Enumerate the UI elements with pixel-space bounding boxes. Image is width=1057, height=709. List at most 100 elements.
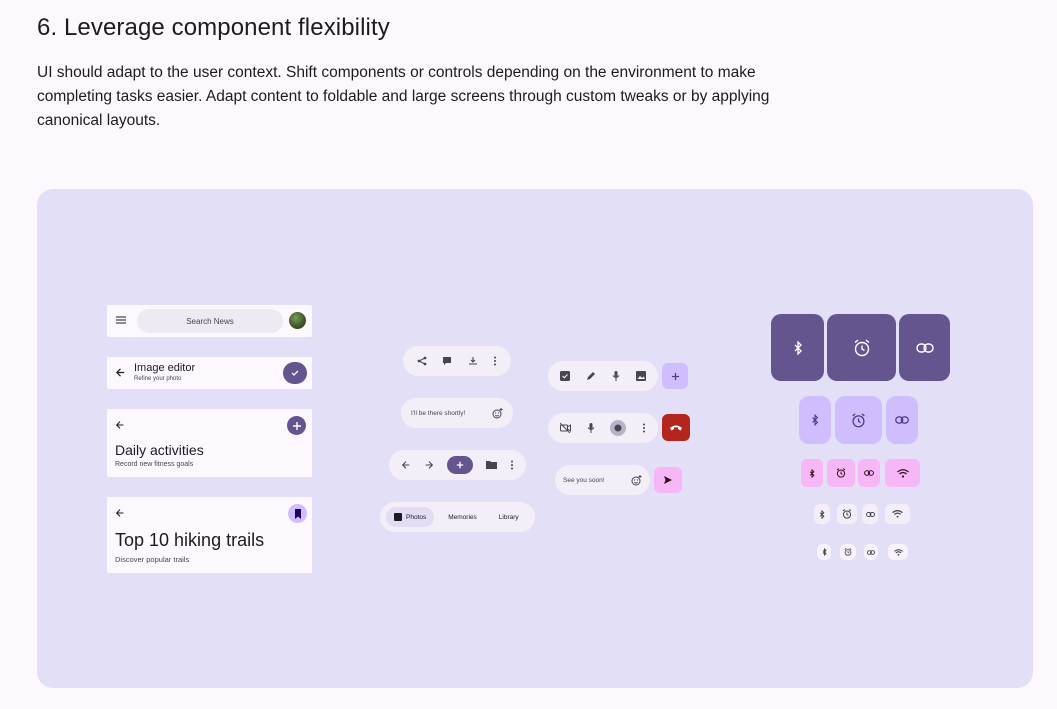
link-toggle[interactable]: [862, 504, 878, 524]
avatar[interactable]: [289, 312, 306, 329]
hiking-trails-app-bar: Top 10 hiking trails Discover popular tr…: [107, 497, 312, 573]
alarm-toggle[interactable]: [837, 504, 857, 524]
add-icon: [456, 461, 464, 469]
link-icon: [867, 549, 875, 555]
tab-label: Photos: [406, 513, 427, 521]
bluetooth-icon: [793, 340, 803, 355]
arrow-back-icon[interactable]: [401, 460, 411, 470]
alarm-icon: [836, 468, 846, 478]
add-icon[interactable]: [287, 416, 306, 435]
videocam-off-icon[interactable]: [559, 423, 571, 433]
wifi-icon: [893, 548, 903, 556]
call-end-icon: [670, 425, 682, 431]
image-editor-subtitle: Refine your photo: [134, 376, 182, 382]
tab-memories[interactable]: Memories: [440, 507, 485, 527]
emoji-add-icon[interactable]: [492, 407, 503, 419]
share-toolbar: [403, 346, 511, 376]
image-icon[interactable]: [636, 371, 646, 381]
arrow-forward-icon[interactable]: [424, 460, 434, 470]
alarm-toggle[interactable]: [835, 396, 882, 444]
wifi-icon: [896, 468, 909, 478]
tab-bar: Photos Memories Library: [380, 502, 535, 532]
link-toggle[interactable]: [864, 544, 878, 560]
download-icon[interactable]: [468, 356, 478, 366]
alarm-toggle[interactable]: [827, 459, 855, 487]
bluetooth-toggle[interactable]: [814, 504, 830, 524]
arrow-back-icon[interactable]: [115, 420, 125, 430]
mic-icon[interactable]: [587, 423, 595, 433]
bluetooth-toggle[interactable]: [801, 459, 823, 487]
checkbox-icon[interactable]: [560, 371, 570, 381]
arrow-back-icon[interactable]: [115, 367, 126, 378]
send-icon: [663, 475, 673, 485]
bluetooth-icon: [809, 468, 815, 478]
bluetooth-toggle[interactable]: [771, 314, 824, 381]
hiking-trails-subtitle: Discover popular trails: [115, 555, 190, 564]
share-icon[interactable]: [417, 356, 427, 366]
tab-label: Library: [498, 513, 519, 521]
image-editor-title: Image editor: [134, 362, 196, 374]
add-button[interactable]: [446, 456, 473, 474]
check-icon[interactable]: [283, 362, 307, 384]
wifi-toggle[interactable]: [885, 459, 920, 487]
image-editor-app-bar: Image editor Refine your photo: [107, 357, 312, 389]
search-input[interactable]: Search News: [137, 309, 283, 333]
message-composer[interactable]: I'll be there shortly!: [401, 398, 513, 428]
alarm-icon: [853, 338, 871, 357]
effects-icon[interactable]: [610, 420, 627, 436]
add-button[interactable]: [662, 363, 688, 389]
message-text: See you soon!: [563, 476, 605, 484]
hiking-trails-title: Top 10 hiking trails: [115, 530, 265, 550]
tab-library[interactable]: Library: [491, 507, 527, 527]
more-vert-icon[interactable]: [642, 423, 646, 433]
bluetooth-icon: [819, 509, 825, 519]
mic-icon[interactable]: [612, 371, 620, 381]
daily-activities-title: Daily activities: [115, 442, 204, 458]
comment-icon[interactable]: [442, 356, 452, 366]
component-showcase: Search News Image editor Refine your pho…: [37, 189, 1033, 688]
bluetooth-icon: [822, 548, 827, 556]
section-description: UI should adapt to the user context. Shi…: [37, 64, 770, 129]
alarm-toggle[interactable]: [840, 544, 856, 560]
end-call-button[interactable]: [662, 414, 690, 441]
bluetooth-icon: [811, 414, 819, 426]
daily-activities-subtitle: Record new fitness goals: [115, 461, 194, 468]
link-toggle[interactable]: [858, 459, 880, 487]
link-icon: [864, 470, 874, 476]
call-toolbar: [548, 413, 658, 443]
add-icon: [671, 372, 680, 381]
link-icon: [895, 416, 909, 424]
link-icon: [865, 511, 875, 517]
alarm-toggle[interactable]: [827, 314, 896, 381]
bookmark-icon[interactable]: [288, 504, 307, 523]
daily-activities-app-bar: Daily activities Record new fitness goal…: [107, 409, 312, 477]
link-icon: [915, 342, 934, 353]
bluetooth-toggle[interactable]: [817, 544, 831, 560]
wifi-toggle[interactable]: [888, 544, 908, 560]
send-button[interactable]: [654, 467, 682, 493]
search-app-bar: Search News: [107, 305, 312, 337]
alarm-icon: [844, 548, 852, 556]
link-toggle[interactable]: [886, 396, 918, 444]
menu-icon[interactable]: [115, 314, 127, 326]
more-vert-icon[interactable]: [510, 460, 514, 470]
bluetooth-toggle[interactable]: [799, 396, 831, 444]
alarm-icon: [842, 509, 852, 519]
tab-photos[interactable]: Photos: [386, 507, 435, 527]
section-heading: 6. Leverage component flexibility: [37, 14, 390, 41]
alarm-icon: [851, 412, 866, 428]
wifi-toggle[interactable]: [885, 504, 910, 524]
wifi-icon: [892, 510, 903, 518]
folder-icon[interactable]: [485, 460, 497, 470]
link-toggle[interactable]: [899, 314, 950, 381]
navigation-toolbar: [389, 450, 526, 480]
tab-label: Memories: [448, 513, 477, 521]
pen-icon[interactable]: [586, 371, 596, 381]
emoji-add-icon[interactable]: [631, 474, 642, 486]
message-composer[interactable]: See you soon!: [555, 465, 650, 495]
message-text: I'll be there shortly!: [411, 409, 466, 417]
more-vert-icon[interactable]: [493, 356, 497, 366]
arrow-back-icon[interactable]: [115, 508, 125, 518]
image-icon: [394, 513, 402, 521]
edit-toolbar: [548, 361, 658, 391]
